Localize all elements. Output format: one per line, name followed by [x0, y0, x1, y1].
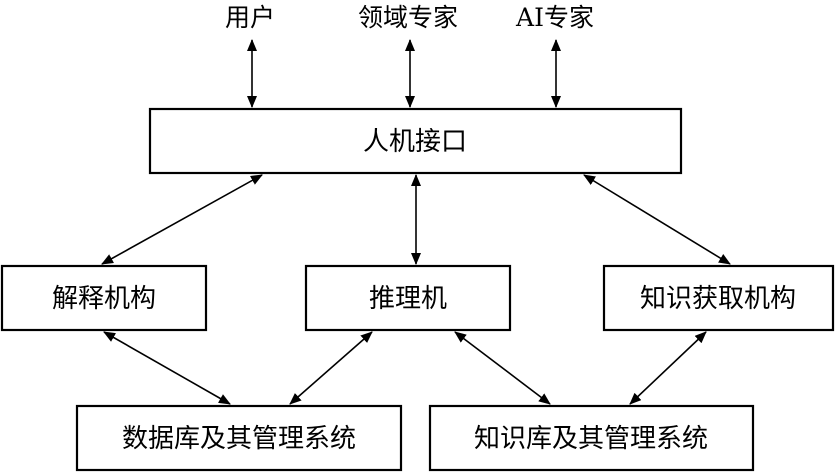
arrow-inference-database	[289, 331, 373, 405]
arrow-interface-explanation	[101, 174, 263, 265]
arrow-inference-knowledge-base	[454, 331, 551, 405]
interface-label: 人机接口	[363, 127, 467, 157]
knowledge-acquisition-label: 知识获取机构	[640, 284, 796, 314]
knowledge-base-mgmt-label: 知识库及其管理系统	[474, 424, 708, 454]
database-mgmt-label: 数据库及其管理系统	[122, 424, 356, 454]
arrow-knowledge-acquisition-knowledge-base	[629, 331, 707, 405]
knowledge-base-mgmt-box	[428, 404, 755, 472]
explanation-box	[0, 264, 208, 332]
inference-label: 推理机	[369, 284, 447, 314]
arrow-explanation-database	[103, 331, 231, 405]
inference-box	[304, 264, 512, 332]
database-mgmt-box	[75, 404, 403, 472]
arrow-interface-knowledge-acquisition	[583, 174, 731, 265]
actor-domain-expert: 领域专家	[358, 3, 458, 32]
knowledge-acquisition-box	[602, 264, 835, 332]
actor-ai-expert: AI专家	[515, 3, 594, 32]
actor-user: 用户	[225, 3, 275, 32]
interface-box	[148, 107, 683, 175]
explanation-label: 解释机构	[52, 284, 156, 314]
